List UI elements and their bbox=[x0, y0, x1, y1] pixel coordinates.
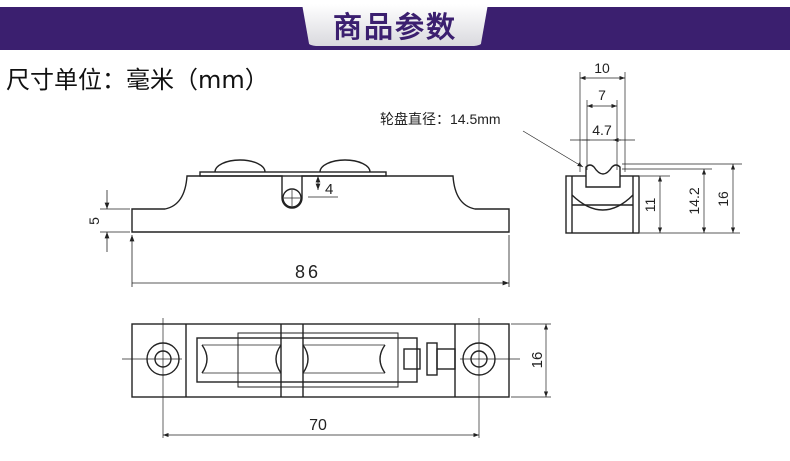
end-view: 10 7 4.7 轮盘直径：14.5mm 11 14.2 16 bbox=[380, 60, 742, 234]
hole-spacing-label: 70 bbox=[309, 417, 327, 434]
header-tab: 商品参数 bbox=[302, 4, 488, 46]
header-title: 商品参数 bbox=[332, 10, 457, 44]
end-height-16: 16 bbox=[715, 191, 731, 207]
top-view: 70 16 bbox=[122, 318, 551, 438]
end-width-10: 10 bbox=[594, 60, 610, 76]
side-length-label: 86 bbox=[295, 262, 321, 282]
unit-label: 尺寸单位：毫米（mm） bbox=[6, 66, 269, 94]
wheel-diameter-label: 轮盘直径：14.5mm bbox=[380, 111, 501, 127]
side-height-label: 5 bbox=[86, 217, 102, 225]
side-view: 5 4 86 bbox=[86, 159, 509, 287]
top-width-label: 16 bbox=[529, 352, 546, 369]
end-height-14-2: 14.2 bbox=[686, 187, 702, 214]
end-width-4-7: 4.7 bbox=[592, 122, 612, 138]
end-width-7: 7 bbox=[598, 87, 606, 103]
end-height-11: 11 bbox=[642, 198, 658, 213]
side-hole-label: 4 bbox=[325, 181, 333, 198]
